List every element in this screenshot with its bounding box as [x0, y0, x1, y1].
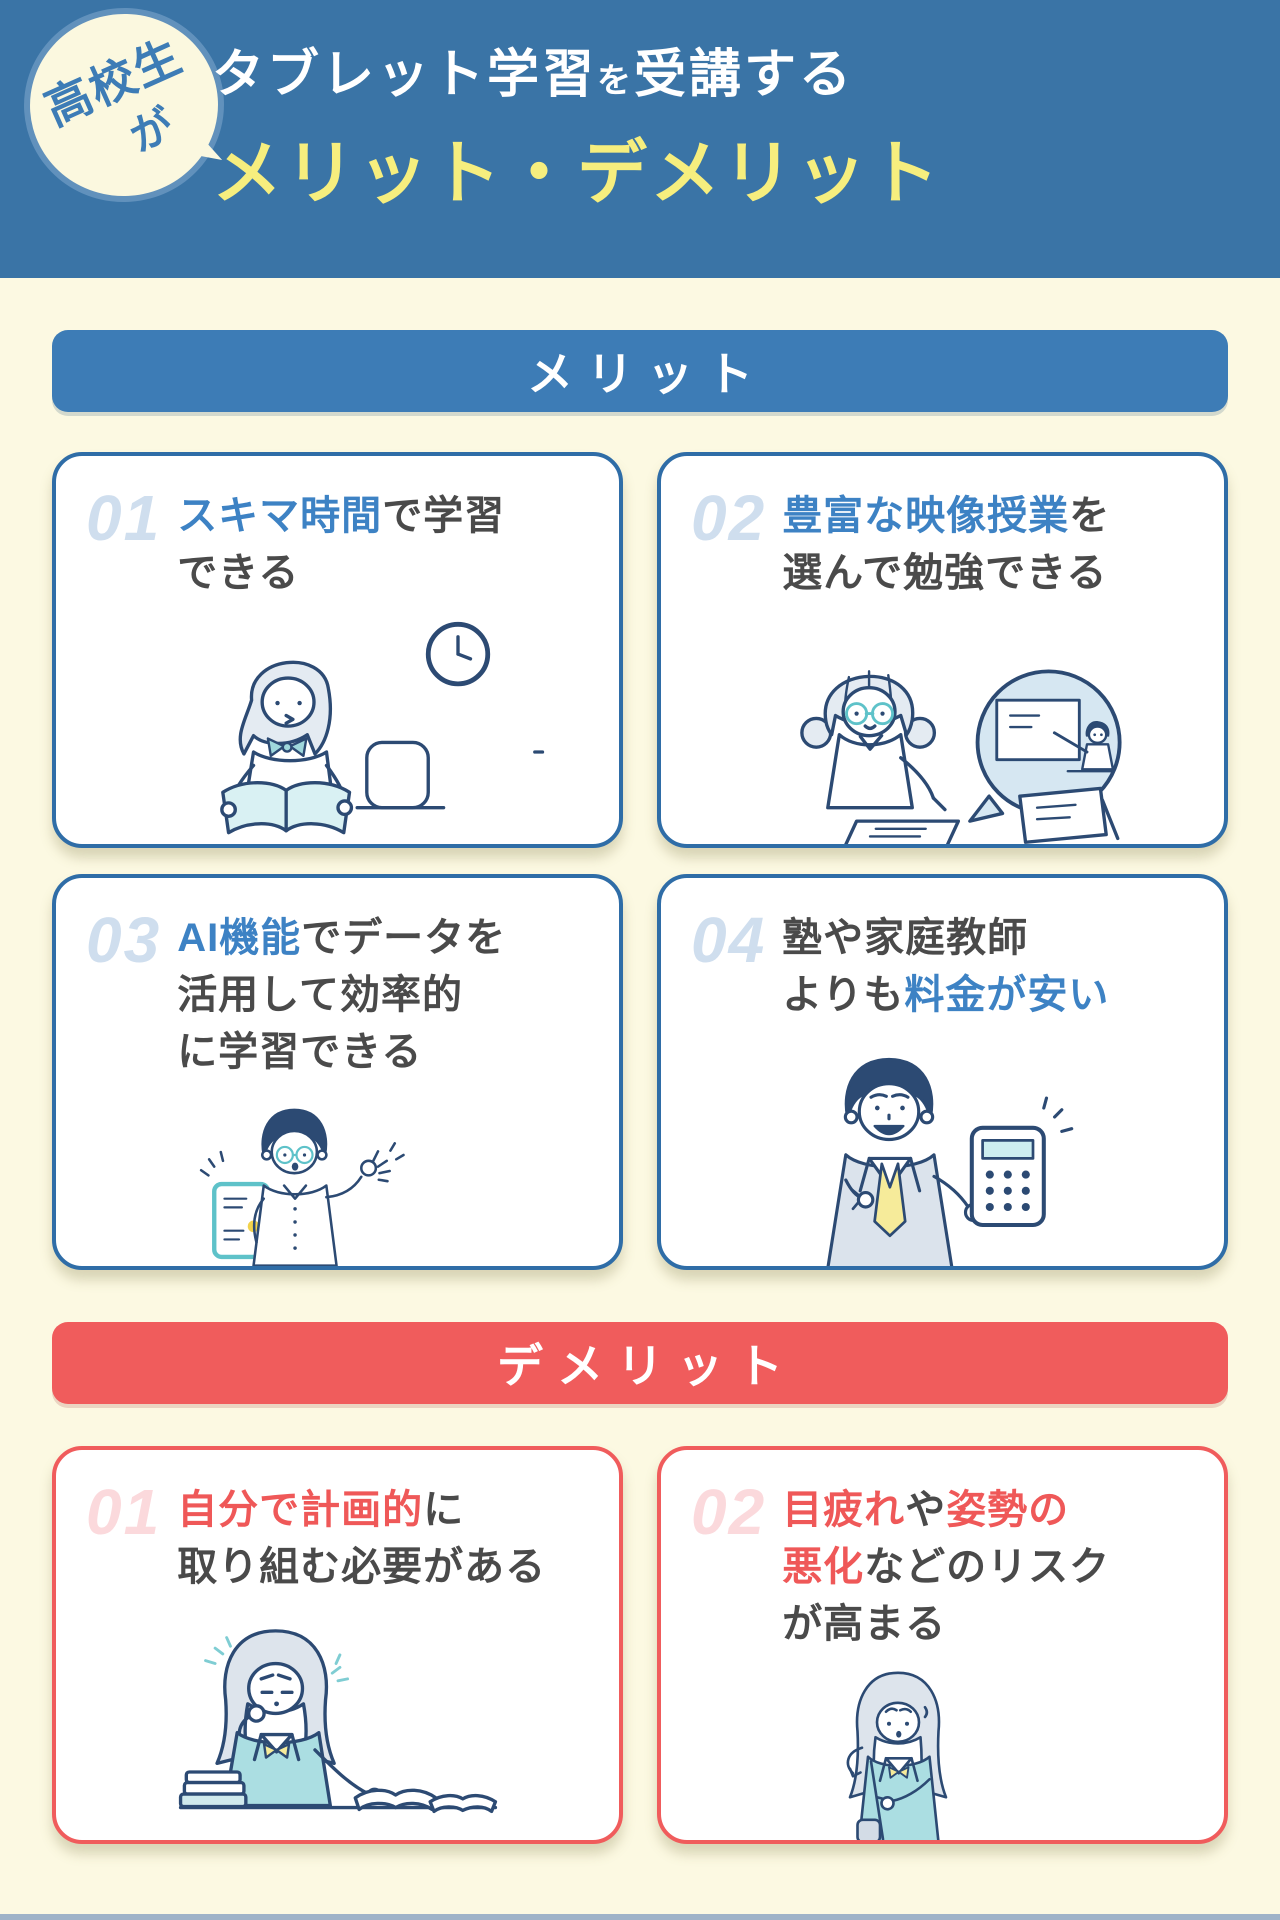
card-number: 01	[86, 482, 162, 554]
demerit-cards-grid: 01 自分で計画的に取り組む必要がある	[52, 1446, 1228, 1844]
girl-reading-book-with-clock-illustration	[118, 608, 558, 844]
merit-card-04: 04 塾や家庭教師よりも料金が安い	[657, 874, 1228, 1270]
badge-text: 高校生 が	[33, 20, 215, 191]
card-number: 02	[691, 482, 767, 554]
card-number: 01	[86, 1476, 162, 1548]
highschool-badge: 高校生 が	[23, 7, 225, 203]
card-number: 03	[86, 904, 162, 976]
demerit-banner: デメリット	[52, 1322, 1228, 1404]
page-title-line1: タブレット学習を受講する	[212, 46, 855, 104]
boy-ok-sign-holding-tablet-illustration	[171, 1088, 505, 1266]
girl-studying-video-lesson-illustration	[723, 608, 1163, 844]
card-title: 塾や家庭教師よりも料金が安い	[782, 916, 1110, 1017]
page-title-line2: メリット・デメリット	[212, 134, 942, 212]
bottom-edge-strip	[0, 1914, 1280, 1920]
worried-girl-studying-with-books-illustration	[118, 1604, 558, 1840]
demerit-card-01: 01 自分で計画的に取り組む必要がある	[52, 1446, 623, 1844]
header: 高校生 が タブレット学習を受講する メリット・デメリット	[0, 0, 1280, 278]
card-title: 目疲れや姿勢の悪化などのリスクが高まる	[782, 1488, 1111, 1646]
badge-bubble: 高校生 が	[23, 7, 225, 203]
girl-with-neck-pain-bad-posture-illustration	[778, 1656, 1108, 1840]
merit-card-03: 03 AI機能でデータを活用して効率的に学習できる	[52, 874, 623, 1270]
card-title: 自分で計画的に取り組む必要がある	[177, 1488, 547, 1589]
main-content: メリット 01 スキマ時間で学習できる	[0, 330, 1280, 1844]
demerit-card-02: 02 目疲れや姿勢の悪化などのリスクが高まる	[657, 1446, 1228, 1844]
merit-card-01: 01 スキマ時間で学習できる	[52, 452, 623, 848]
card-number: 02	[691, 1476, 767, 1548]
demerit-banner-label: デメリット	[497, 1340, 797, 1392]
merit-banner-label: メリット	[527, 348, 767, 400]
card-number: 04	[691, 904, 767, 976]
card-title: AI機能でデータを活用して効率的に学習できる	[177, 916, 507, 1074]
card-title: スキマ時間で学習できる	[177, 494, 506, 595]
merit-cards-grid: 01 スキマ時間で学習できる	[52, 452, 1228, 1270]
card-title: 豊富な映像授業を選んで勉強できる	[782, 494, 1111, 595]
header-titles: タブレット学習を受講する メリット・デメリット	[212, 32, 942, 218]
man-in-suit-with-calculator-illustration	[745, 1045, 1141, 1266]
merit-banner: メリット	[52, 330, 1228, 412]
merit-card-02: 02 豊富な映像授業を選んで勉強できる	[657, 452, 1228, 848]
